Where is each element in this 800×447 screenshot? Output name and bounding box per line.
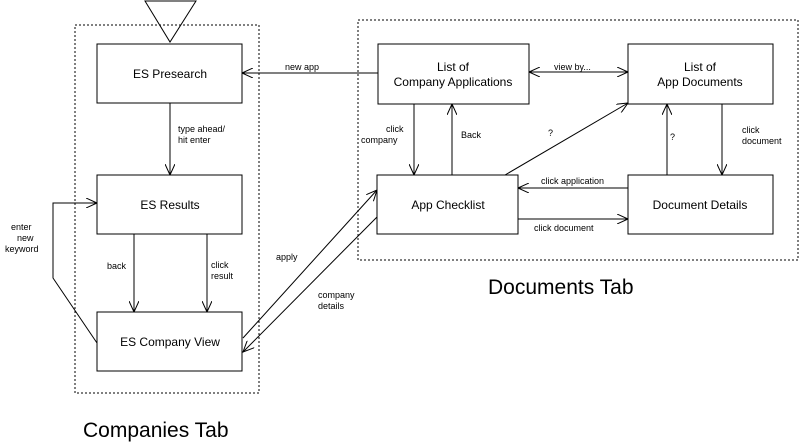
edge-checklist-to-company-view: [243, 216, 378, 352]
document-details-label: Document Details: [653, 198, 748, 212]
companies-tab-group: [74, 24, 260, 394]
edge-label-click-document-line1: click: [742, 125, 760, 135]
edge-label-company-details-line1: company: [318, 290, 355, 300]
es-presearch-label: ES Presearch: [133, 67, 207, 81]
documents-tab-title: Documents Tab: [488, 276, 634, 299]
edge-label-company-details-line2: details: [318, 301, 345, 311]
edge-label-click-result-line2: result: [211, 271, 234, 281]
app-documents-label-line2: App Documents: [657, 75, 742, 89]
documents-tab-group: [357, 19, 799, 261]
edge-label-question-checklist: ?: [548, 128, 553, 138]
app-checklist-label: App Checklist: [411, 198, 485, 212]
es-company-view-node: [96, 311, 243, 372]
edge-label-back: back: [107, 261, 127, 271]
edge-label-enter-keyword-line1: enter: [11, 222, 32, 232]
document-details-node: [627, 174, 774, 235]
edge-label-click-document-line2: document: [742, 136, 782, 146]
edge-label-click-company-line1: click: [386, 124, 404, 134]
edge-label-click-application: click application: [541, 176, 604, 186]
companies-tab-title: Companies Tab: [83, 419, 229, 442]
es-results-label: ES Results: [140, 198, 199, 212]
company-applications-label-line1: List of: [437, 60, 470, 74]
es-company-view-label: ES Company View: [120, 335, 220, 349]
edge-label-click-company-line2: company: [361, 135, 398, 145]
edge-label-enter-keyword-line2: new: [17, 233, 34, 243]
edge-label-question-details: ?: [670, 132, 675, 142]
edge-company-view-to-checklist: [242, 190, 377, 339]
es-presearch-node: [96, 43, 243, 104]
app-documents-node: [627, 43, 774, 105]
edge-checklist-to-app-docs: [504, 103, 628, 176]
edge-label-enter-keyword-line3: keyword: [5, 244, 39, 254]
edge-label-view-by: view by...: [554, 62, 591, 72]
entry-point-triangle: [144, 0, 197, 43]
edge-label-click-document: click document: [534, 223, 594, 233]
edge-label-click-result-line1: click: [211, 260, 229, 270]
edge-label-type-ahead-line1: type ahead/: [178, 124, 226, 134]
edge-company-view-to-results: [52, 203, 97, 344]
edge-label-type-ahead-line2: hit enter: [178, 135, 211, 145]
es-results-node: [96, 174, 243, 235]
company-applications-label-line2: Company Applications: [394, 75, 513, 89]
edge-label-back-to-list: Back: [461, 130, 482, 140]
app-checklist-node: [376, 174, 519, 235]
app-documents-label-line1: List of: [684, 60, 717, 74]
edge-label-new-app: new app: [285, 62, 319, 72]
edge-label-apply: apply: [276, 252, 298, 262]
company-applications-node: [377, 43, 530, 105]
